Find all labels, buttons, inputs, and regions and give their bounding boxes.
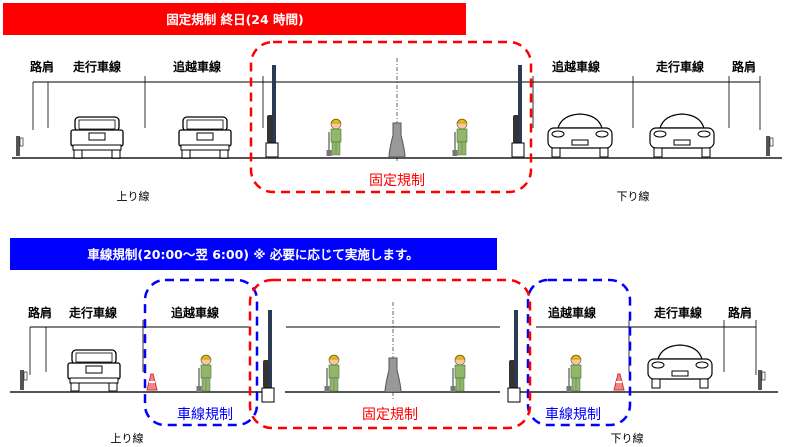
traffic-cone bbox=[613, 373, 625, 391]
worker bbox=[451, 118, 468, 157]
lane-label: 走行車線 bbox=[69, 305, 117, 320]
worker bbox=[449, 354, 466, 393]
worker bbox=[195, 354, 212, 393]
banner-fixed bbox=[3, 3, 466, 35]
car-front bbox=[649, 113, 715, 158]
banner-lane-text: 車線規制(20:00～翌 6:00) ※ 必要に応じて実施します。 bbox=[87, 247, 418, 262]
barrier bbox=[265, 64, 279, 158]
worker bbox=[325, 118, 342, 157]
banner-lane bbox=[10, 238, 497, 270]
worker bbox=[323, 354, 340, 393]
car-rear bbox=[67, 349, 121, 392]
lane-label: 路肩 bbox=[30, 59, 54, 74]
lane-label: 路肩 bbox=[732, 59, 756, 74]
panel-fixed-regulation: 固定規制 終日(24 時間) 路肩 走行車線 追越車線 追越車線 走行車線 路肩… bbox=[3, 3, 782, 203]
direction-up-label: 上り線 bbox=[117, 189, 150, 203]
lane-label: 追越車線 bbox=[548, 305, 596, 320]
fixed-regulation-area bbox=[249, 40, 533, 194]
car-rear bbox=[178, 116, 232, 159]
lane-dividers bbox=[32, 76, 761, 130]
panel-lane-regulation: 車線規制(20:00～翌 6:00) ※ 必要に応じて実施します。 路肩 走行車… bbox=[10, 238, 778, 445]
worker bbox=[565, 354, 582, 393]
lane-label: 路肩 bbox=[28, 305, 52, 320]
center-pylon bbox=[384, 357, 402, 393]
lane-label: 追越車線 bbox=[171, 305, 219, 320]
lane-label: 走行車線 bbox=[656, 59, 704, 74]
fixed-regulation-area bbox=[248, 278, 532, 430]
car-front bbox=[547, 113, 613, 158]
guard-post bbox=[19, 369, 28, 391]
lane-label: 追越車線 bbox=[552, 59, 600, 74]
direction-down-label: 下り線 bbox=[611, 431, 644, 445]
lane-regulation-label-left: 車線規制 bbox=[177, 406, 233, 423]
direction-down-label: 下り線 bbox=[617, 189, 650, 203]
car-front bbox=[647, 344, 713, 389]
guard-post bbox=[757, 369, 766, 391]
barrier bbox=[511, 64, 525, 158]
direction-up-label: 上り線 bbox=[111, 431, 144, 445]
fixed-regulation-label: 固定規制 bbox=[369, 173, 425, 189]
center-pylon bbox=[388, 122, 406, 158]
guard-post bbox=[765, 135, 774, 157]
banner-fixed-text: 固定規制 終日(24 時間) bbox=[166, 12, 304, 27]
lane-label: 走行車線 bbox=[654, 305, 702, 320]
lane-label: 路肩 bbox=[728, 305, 752, 320]
fixed-regulation-label: 固定規制 bbox=[362, 407, 418, 423]
lane-regulation-label-right: 車線規制 bbox=[545, 406, 601, 423]
barrier bbox=[507, 309, 521, 403]
car-rear bbox=[70, 116, 124, 159]
guard-post bbox=[15, 135, 24, 157]
lane-regulation-area-right bbox=[526, 278, 632, 427]
lane-label: 追越車線 bbox=[173, 59, 221, 74]
traffic-cone bbox=[146, 373, 158, 391]
lane-label: 走行車線 bbox=[73, 59, 121, 74]
barrier bbox=[261, 309, 275, 403]
lane-regulation-area-left bbox=[143, 278, 259, 427]
